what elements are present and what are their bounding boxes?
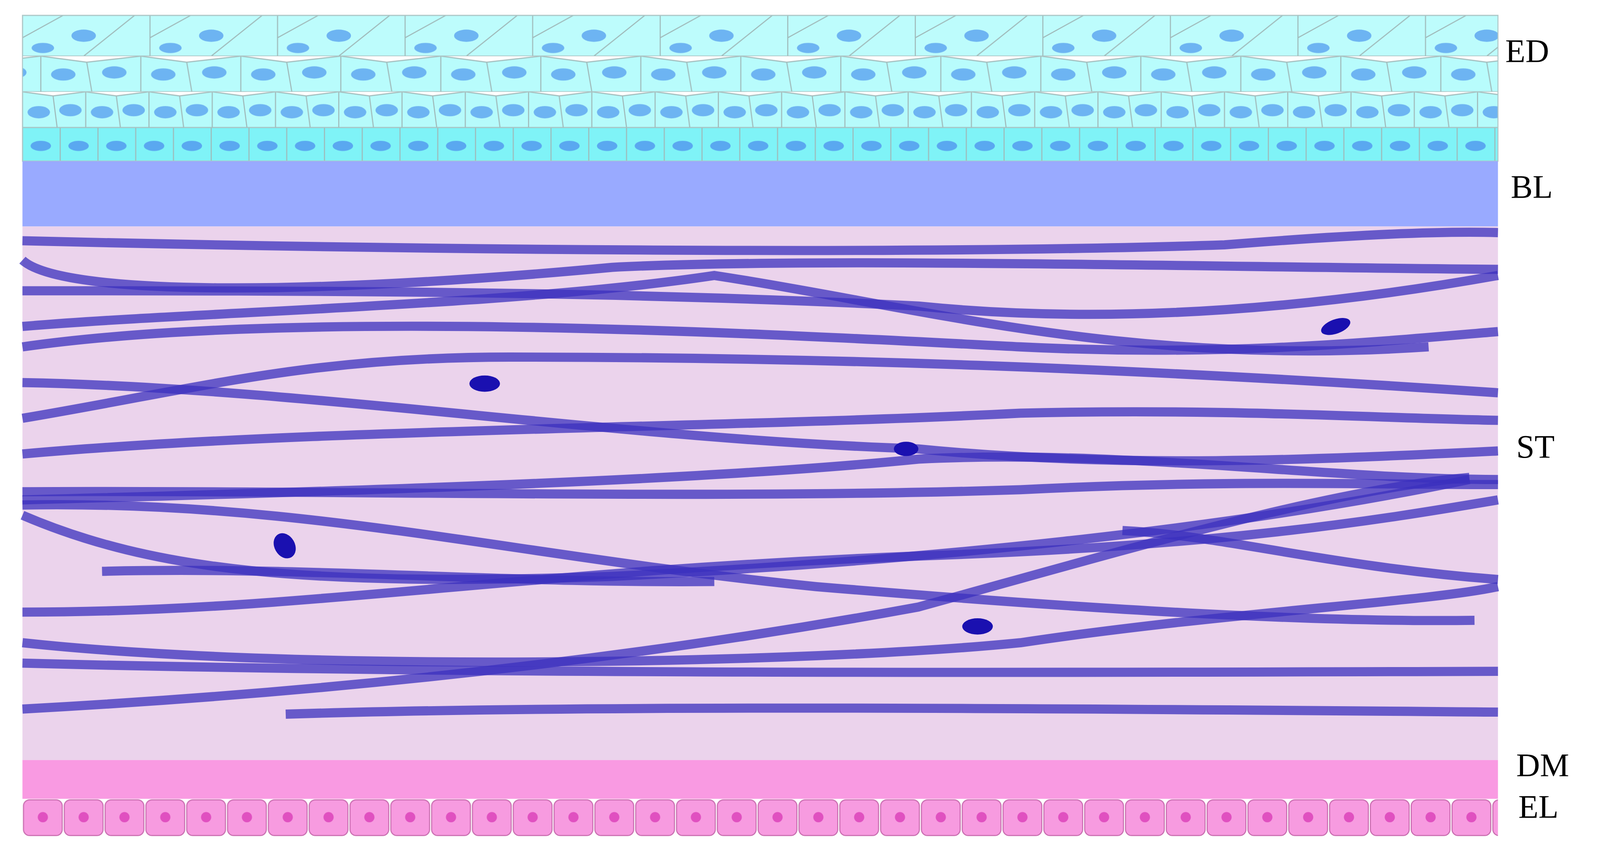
bowman-layer bbox=[22, 161, 1498, 227]
layer-label: ST bbox=[1516, 430, 1555, 464]
epithelium-row bbox=[22, 55, 1498, 92]
layer-label: BL bbox=[1510, 170, 1553, 204]
endothelium bbox=[22, 799, 1498, 838]
epithelium-row bbox=[22, 91, 1498, 128]
layer-label: EL bbox=[1518, 790, 1559, 824]
collagen-fibers bbox=[22, 232, 1498, 715]
descemet-membrane bbox=[22, 760, 1498, 800]
basal-cells bbox=[22, 127, 1498, 162]
keratocyte-nuclei bbox=[269, 314, 1353, 636]
layer-label: DM bbox=[1516, 749, 1570, 782]
layer-label: ED bbox=[1505, 34, 1550, 68]
epithelium-row bbox=[22, 15, 1498, 56]
stroma bbox=[22, 226, 1498, 761]
